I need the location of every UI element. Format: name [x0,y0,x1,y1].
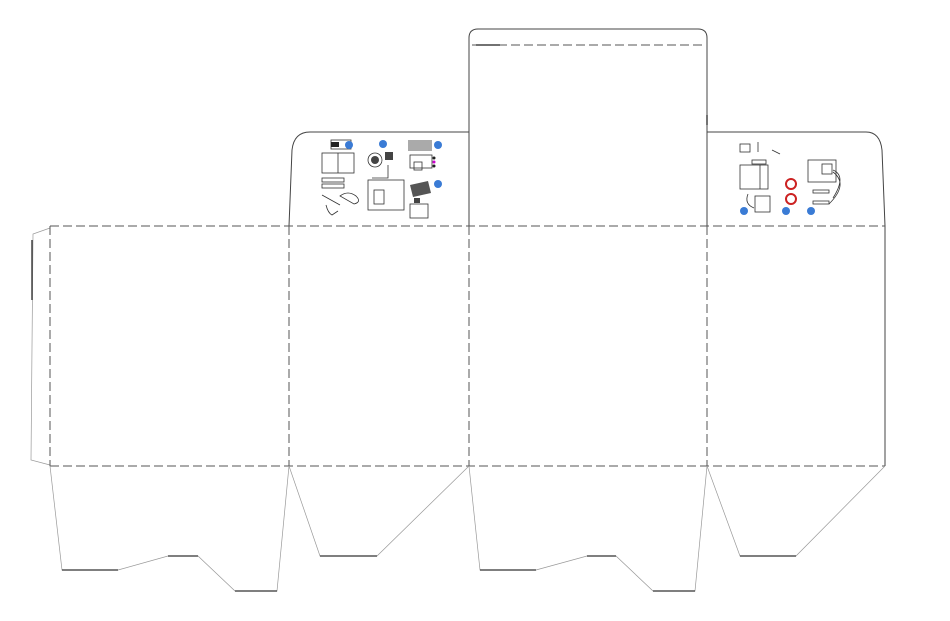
dust-flap-left [288,131,469,227]
setup-instructions-right [739,142,841,215]
bottom-flap-1 [49,465,290,592]
glue-flap [30,227,51,466]
setup-instructions-left [321,139,442,219]
step-badge-icon [345,140,442,188]
bottom-flap-4 [706,465,886,557]
top-lid [468,28,708,226]
bottom-flap-2 [288,465,470,557]
warning-icon [785,178,797,190]
step-badge-icon [740,207,815,215]
dust-flap-right [707,131,886,227]
warning-icon [785,193,797,205]
bottom-flap-3 [468,465,708,592]
